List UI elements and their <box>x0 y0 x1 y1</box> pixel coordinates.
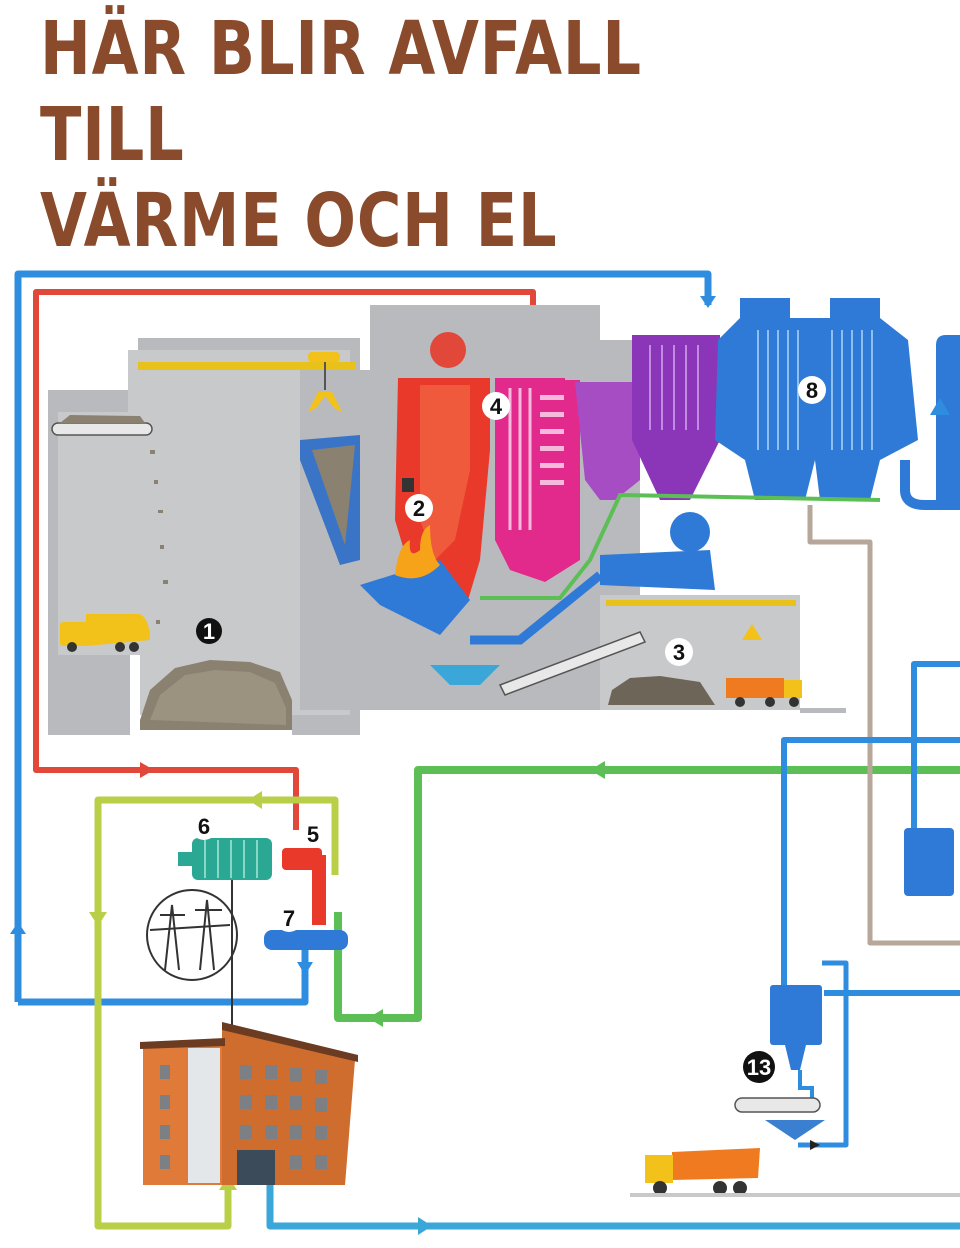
green-return-line <box>480 492 881 600</box>
turbine <box>282 848 326 925</box>
crane-rail <box>138 362 356 370</box>
svg-text:8: 8 <box>806 378 818 403</box>
ash-pile <box>608 676 715 705</box>
arrow-lime-down <box>89 912 107 926</box>
marker-8: 8 <box>798 376 826 404</box>
arrow-green-left <box>590 761 605 779</box>
marker-3: 3 <box>665 638 693 666</box>
boiler <box>360 332 490 635</box>
flue-gas-treatment <box>575 335 720 500</box>
arrow-blue-up <box>10 922 26 934</box>
marker-13: 13 <box>743 1051 775 1083</box>
garbage-truck <box>60 614 150 652</box>
arrow-grey-right <box>810 1140 820 1150</box>
right-blue-pipe-d <box>798 960 849 1148</box>
ash-truck <box>726 624 802 707</box>
svg-text:2: 2 <box>413 496 425 521</box>
water-tank-right <box>904 828 954 896</box>
settling-tank <box>734 985 825 1140</box>
svg-text:1: 1 <box>203 619 215 644</box>
slag-truck <box>645 1148 760 1195</box>
arrow-red-right <box>140 762 154 778</box>
marker-7: 7 <box>275 904 303 932</box>
power-line-circle <box>146 889 238 981</box>
arrow-green-left-2 <box>368 1009 383 1027</box>
marker-2: 2 <box>405 494 433 522</box>
waste-pile <box>140 660 715 730</box>
svg-text:6: 6 <box>198 814 210 839</box>
fabric-filter <box>632 335 720 500</box>
arrow-blue-down <box>700 296 716 308</box>
arrow-cyan-right <box>418 1217 432 1235</box>
svg-text:5: 5 <box>307 822 319 847</box>
generator <box>178 838 272 880</box>
arrow-lime-left <box>248 791 262 809</box>
diagram-title: HÄR BLIR AVFALL TILL VÄRME OCH EL <box>40 6 794 264</box>
title-line-1: HÄR BLIR AVFALL TILL <box>40 6 642 178</box>
district-heating-pipe <box>334 766 960 1022</box>
ground-line <box>630 1193 960 1197</box>
waste-grab <box>308 352 342 412</box>
ash-crane-rail <box>606 600 796 606</box>
office-building <box>140 1022 358 1185</box>
ash-pipe <box>807 505 960 946</box>
waste-conveyor <box>51 415 153 436</box>
svg-text:4: 4 <box>490 394 503 419</box>
falling-waste <box>150 450 168 624</box>
blue-return-pipe <box>14 270 712 1002</box>
superheater <box>495 378 580 582</box>
marker-6: 6 <box>190 812 218 840</box>
steam-pipe <box>33 289 536 830</box>
feed-hopper <box>300 435 360 565</box>
right-blue-pipe-b <box>911 661 960 830</box>
flue-fan <box>470 512 715 645</box>
marker-1: 1 <box>196 618 222 644</box>
outgoing-pipe <box>266 1180 960 1230</box>
burner <box>402 478 414 492</box>
svg-text:3: 3 <box>673 640 685 665</box>
marker-4: 4 <box>482 392 510 420</box>
return-water-pipe <box>94 796 339 1230</box>
arrow-blue-down-2 <box>297 962 313 975</box>
condenser <box>264 930 348 950</box>
title-line-2: VÄRME OCH EL <box>40 178 558 264</box>
svg-text:7: 7 <box>283 906 295 931</box>
svg-text:13: 13 <box>747 1055 771 1080</box>
scrubber <box>715 298 960 510</box>
marker-5: 5 <box>299 820 327 848</box>
slag-conveyor <box>430 631 647 696</box>
right-blue-pipe-a <box>781 737 960 990</box>
